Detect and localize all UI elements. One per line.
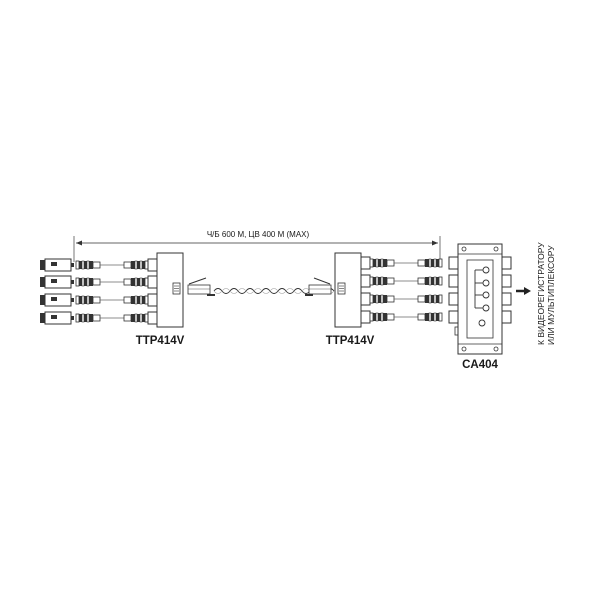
- power-unit: CA404: [448, 243, 512, 371]
- output-label-line1: К ВИДЕОРЕГИСТРАТОРУ: [536, 242, 546, 345]
- left-device-label: TTP414V: [136, 335, 185, 347]
- output-arrow-icon: [516, 287, 531, 295]
- distance-dimension: Ч/Б 600 М, ЦВ 400 М (MAX): [73, 230, 441, 262]
- transceiver-right: TTP414V: [326, 252, 375, 347]
- camera-row-4: [39, 311, 158, 325]
- camera-group-left: [39, 258, 158, 325]
- camera-icon: [39, 258, 75, 272]
- power-unit-label: CA404: [462, 359, 498, 371]
- camera-icon: [39, 311, 75, 325]
- cable-row-3: [360, 292, 443, 306]
- camera-row-3: [39, 293, 158, 307]
- camera-icon: [39, 275, 75, 289]
- cable-group-right: [360, 256, 443, 324]
- output-destination: К ВИДЕОРЕГИСТРАТОРУ ИЛИ МУЛЬТИПЛЕКСОРУ: [536, 242, 556, 345]
- cable-row-2: [360, 274, 443, 288]
- rj45-plug-icon: [308, 284, 332, 295]
- right-device-label: TTP414V: [326, 335, 375, 347]
- camera-row-1: [39, 258, 158, 272]
- transceiver-left: TTP414V: [136, 252, 185, 347]
- cable-row-4: [360, 310, 443, 324]
- camera-icon: [39, 293, 75, 307]
- distance-label: Ч/Б 600 М, ЦВ 400 М (MAX): [207, 230, 310, 239]
- camera-row-2: [39, 275, 158, 289]
- cable-row-1: [360, 256, 443, 270]
- rj45-plug-icon: [187, 284, 211, 295]
- output-label-line2: ИЛИ МУЛЬТИПЛЕКСОРУ: [546, 245, 556, 345]
- twisted-pair-cable: [187, 277, 335, 296]
- led-indicator-icon: [478, 319, 486, 327]
